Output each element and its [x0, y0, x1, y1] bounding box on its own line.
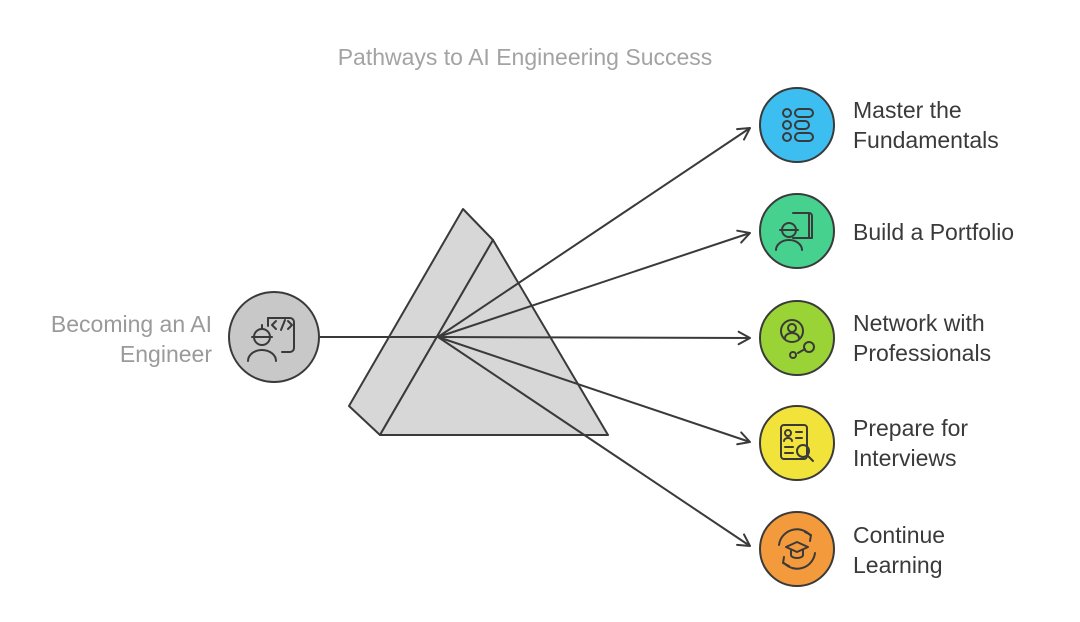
- output-nodes: [759, 87, 835, 587]
- source-node: [228, 291, 320, 383]
- pathway-label-interviews: Prepare for Interviews: [853, 415, 969, 471]
- network-person-icon: [780, 319, 815, 359]
- list-icon: [782, 108, 814, 142]
- pathway-node-portfolio: [759, 193, 835, 269]
- resume-search-icon: [780, 424, 814, 462]
- ray-network: [437, 330, 751, 346]
- source-label: Becoming an AI Engineer: [50, 311, 212, 367]
- pathway-node-interviews: [759, 405, 835, 481]
- engineer-code-icon: [247, 317, 295, 362]
- pathway-node-learning: [759, 511, 835, 587]
- ray-learning: [437, 336, 751, 547]
- pathway-node-fundamentals: [759, 87, 835, 163]
- pathway-node-network: [759, 300, 835, 376]
- ray-fundamentals: [437, 127, 751, 338]
- pathway-label-fundamentals: Master the Fundamentals: [853, 97, 999, 153]
- ray-portfolio: [437, 229, 751, 338]
- pathway-label-portfolio: Build a Portfolio: [853, 219, 1015, 245]
- pathway-label-learning: Continue Learning: [853, 522, 946, 578]
- engineer-blueprint-icon: [775, 212, 813, 251]
- prism: [348, 208, 609, 436]
- ray-interviews: [437, 336, 751, 446]
- pathway-label-network: Network with Professionals: [853, 310, 992, 366]
- output-rays: [437, 127, 751, 547]
- diagram-title: Pathways to AI Engineering Success: [337, 44, 713, 70]
- graduation-cycle-icon: [778, 528, 816, 570]
